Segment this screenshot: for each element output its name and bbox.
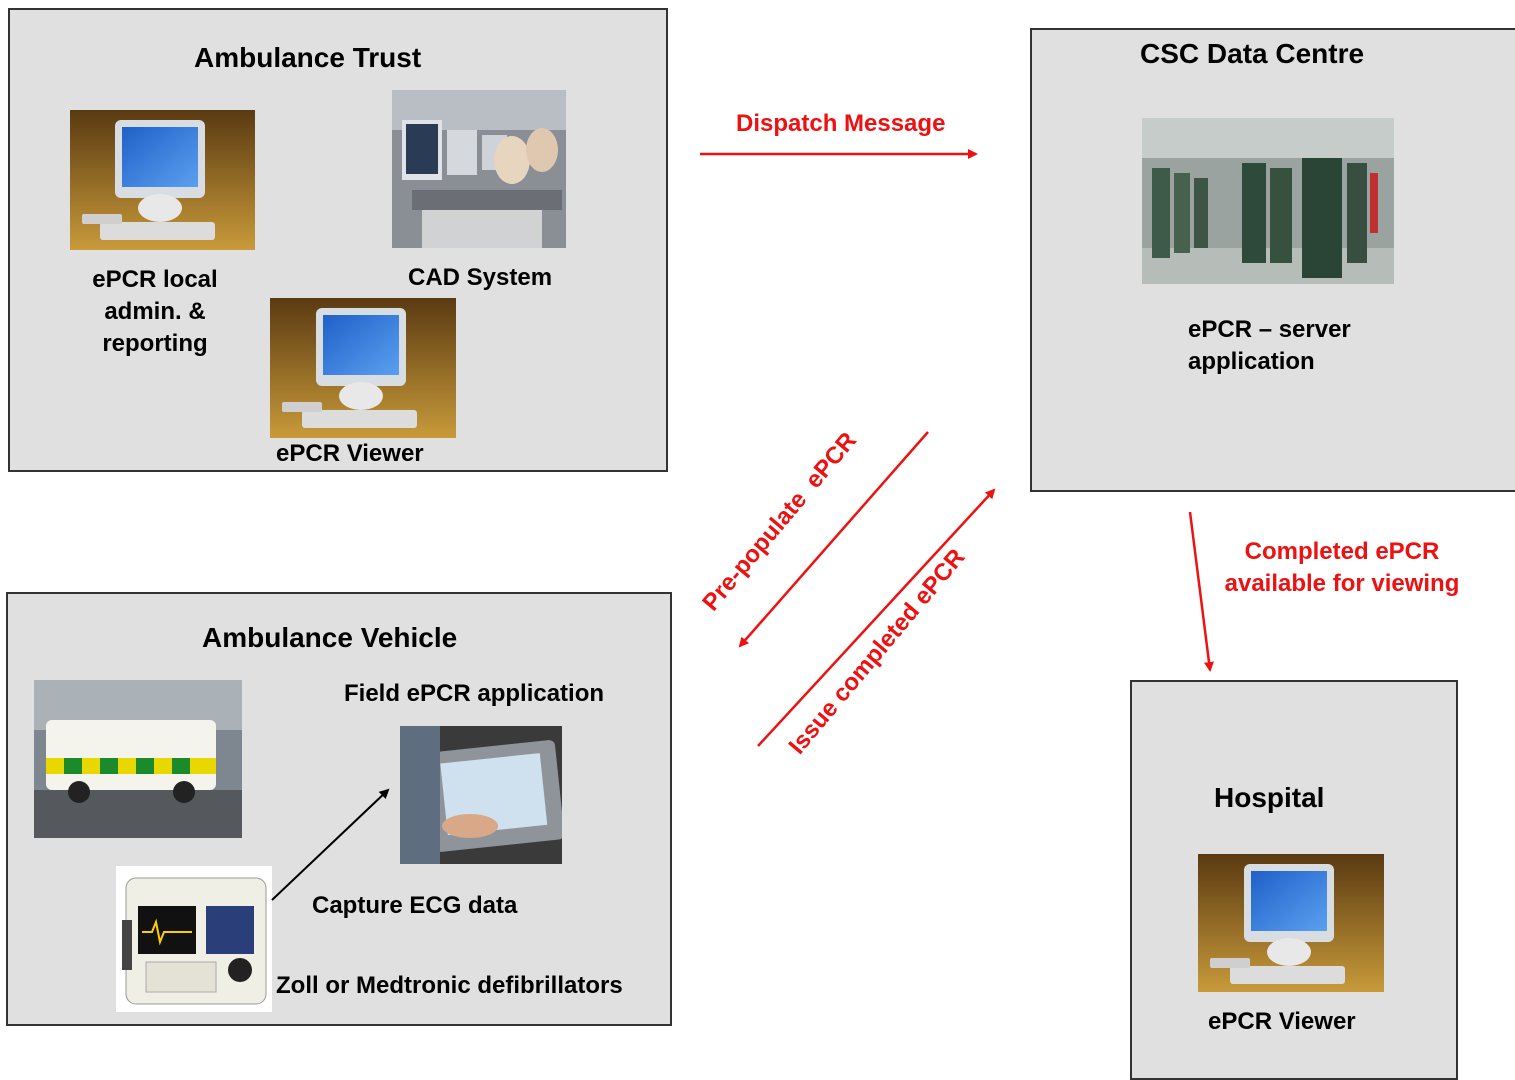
completed-label: Completed ePCR available for viewing: [1212, 536, 1472, 600]
trust-viewer-image: [270, 298, 456, 438]
prepopulate-label: Pre-populate ePCR: [697, 427, 862, 617]
server-room-image: [1142, 118, 1394, 284]
server-label: ePCR – server application: [1188, 314, 1351, 378]
issue-label: Issue completed ePCR: [783, 543, 971, 760]
ambulance-vehicle-box: Ambulance Vehicle Field ePCR application: [6, 592, 672, 1026]
hospital-box: Hospital ePCR Viewer: [1130, 680, 1458, 1080]
data-centre-box: CSC Data Centre ePCR – server applicatio…: [1030, 28, 1515, 492]
capture-ecg-label: Capture ECG data: [312, 892, 518, 919]
dispatch-label: Dispatch Message: [736, 110, 946, 137]
admin-computer-image: [70, 110, 255, 250]
defibrillators-label: Zoll or Medtronic defibrillators: [276, 972, 623, 999]
completed-label-line-2: available for viewing: [1224, 570, 1460, 597]
admin-label: ePCR local admin. & reporting: [80, 264, 230, 360]
defibrillator-image: [116, 866, 272, 1012]
admin-label-line-1: ePCR local: [92, 266, 218, 293]
admin-label-line-2: admin. &: [104, 298, 206, 325]
data-centre-title: CSC Data Centre: [1140, 38, 1365, 69]
tablet-image: [400, 726, 562, 864]
ambulance-image: [34, 680, 242, 838]
hospital-viewer-label: ePCR Viewer: [1208, 1008, 1356, 1035]
field-app-label: Field ePCR application: [344, 680, 605, 707]
admin-label-line-3: reporting: [102, 330, 208, 357]
completed-label-line-1: Completed ePCR: [1244, 538, 1440, 565]
server-label-line-1: ePCR – server: [1188, 316, 1351, 343]
completed-arrow: [1188, 511, 1214, 672]
server-label-line-2: application: [1188, 348, 1315, 375]
hospital-title: Hospital: [1214, 782, 1325, 813]
ambulance-vehicle-title: Ambulance Vehicle: [202, 622, 458, 653]
ambulance-trust-title: Ambulance Trust: [194, 42, 422, 73]
hospital-viewer-image: [1198, 854, 1384, 992]
ambulance-trust-box: Ambulance Trust ePCR local admin. & repo…: [8, 8, 668, 472]
trust-viewer-label: ePCR Viewer: [276, 440, 424, 467]
cad-system-label: CAD System: [408, 264, 553, 291]
cad-system-image: [392, 90, 566, 248]
